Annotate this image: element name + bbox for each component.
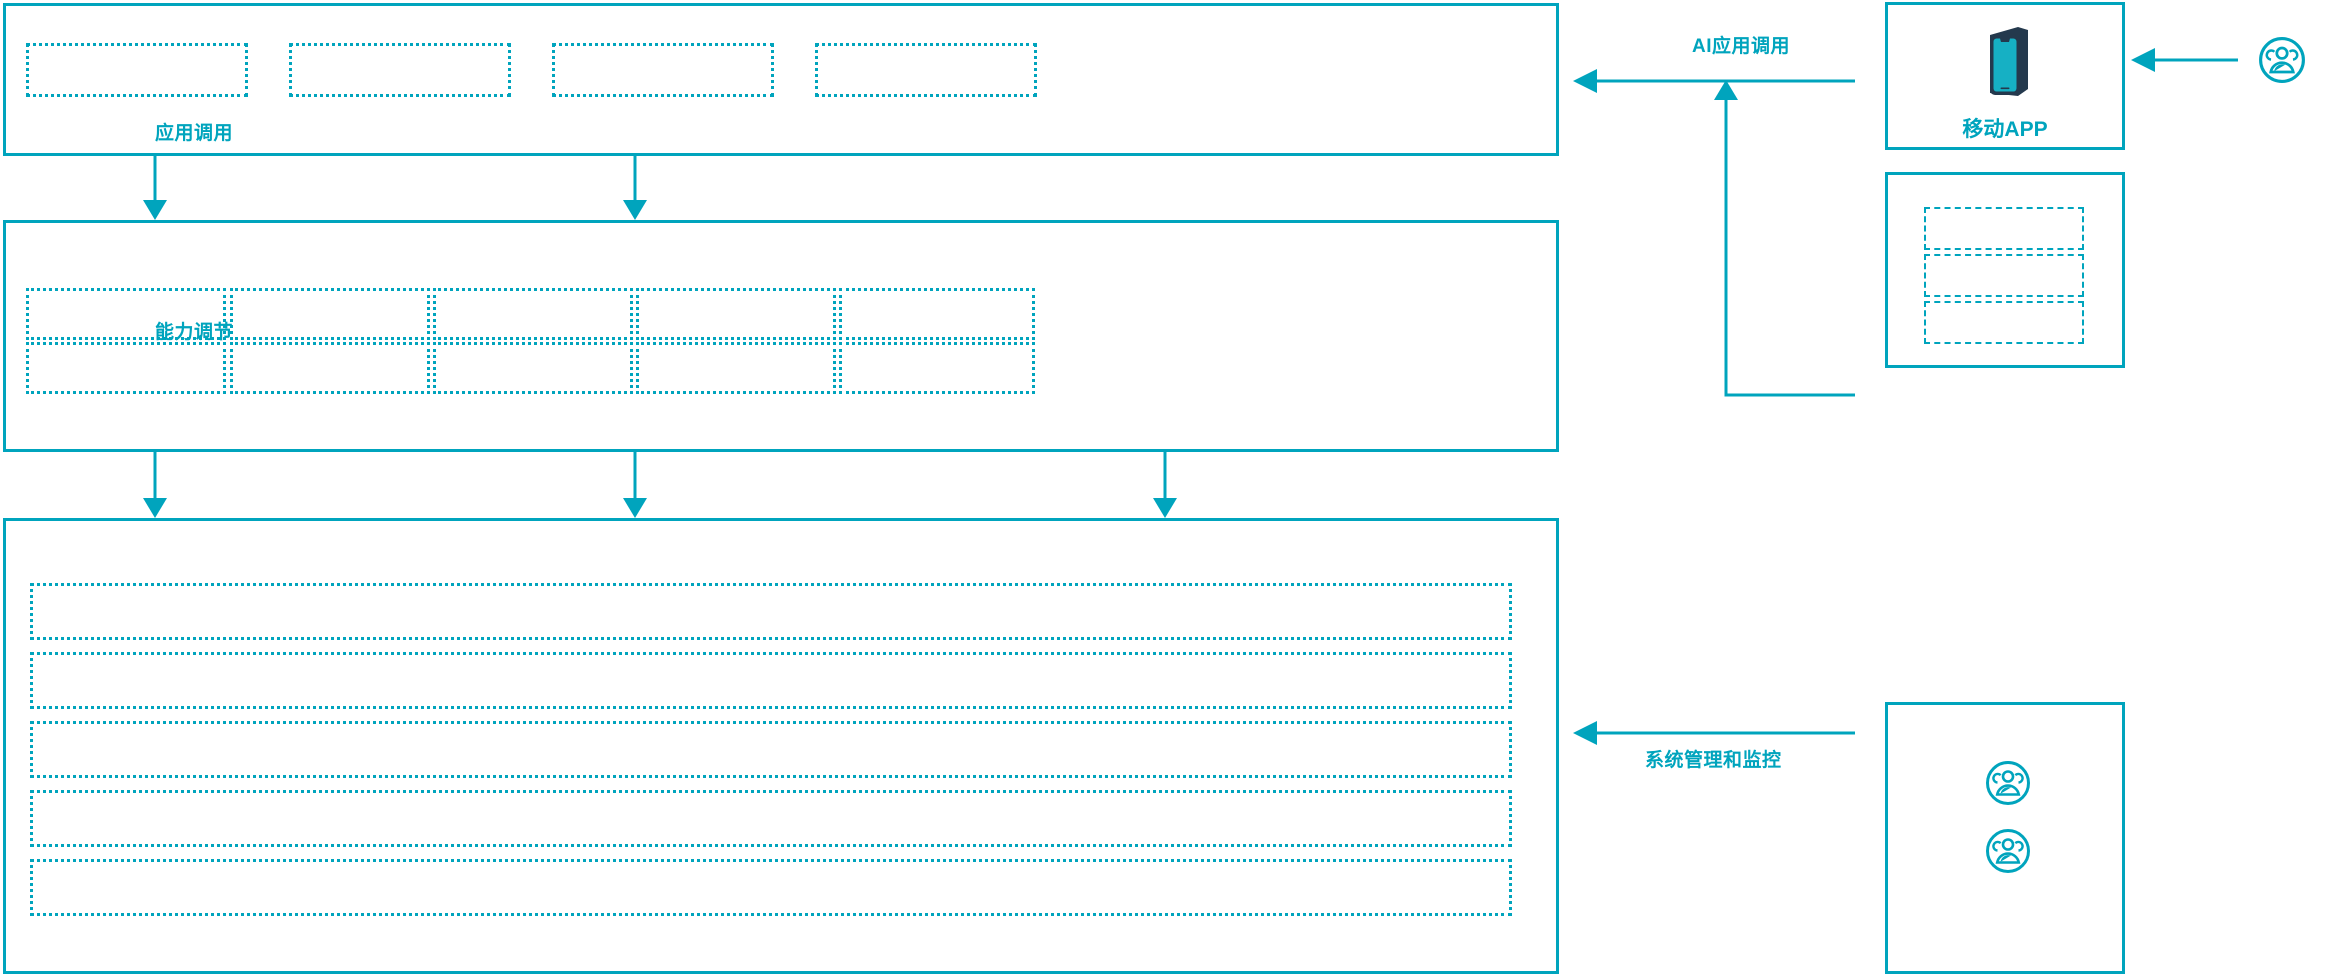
backend-services-slot-1[interactable]	[1924, 207, 2084, 250]
arrow-app-invoke-2	[623, 156, 647, 220]
backend-services-slot-2[interactable]	[1924, 254, 2084, 297]
arrow-capability-tuning-2	[623, 452, 647, 518]
backend-services-slot-3[interactable]	[1924, 301, 2084, 344]
platform-slot-5[interactable]	[30, 859, 1512, 916]
capability-slot-r1c1[interactable]	[26, 288, 226, 340]
flow-label-ai-app-invoke: AI应用调用	[1692, 36, 1791, 57]
application-layer	[3, 3, 1559, 156]
flow-label-system-admin-monitor: 系统管理和监控	[1645, 750, 1782, 771]
arrow-user-to-mobile-app	[2131, 48, 2238, 72]
capability-slot-r1c4[interactable]	[636, 288, 836, 340]
mobile-app-panel: 移动APP	[1885, 2, 2125, 150]
end-user-actor-icon	[2258, 36, 2306, 84]
capability-slot-r1c2[interactable]	[230, 288, 430, 340]
capability-layer	[3, 220, 1559, 452]
user-group-icon	[1985, 760, 2031, 806]
platform-slot-1[interactable]	[30, 583, 1512, 640]
backend-services-panel	[1885, 172, 2125, 368]
user-group-icon-secondary	[1985, 828, 2031, 874]
arrow-capability-tuning-1	[143, 452, 167, 518]
application-slot-4[interactable]	[815, 43, 1037, 97]
capability-slot-r2c4[interactable]	[636, 342, 836, 394]
arrow-app-invoke-1	[143, 156, 167, 220]
application-slot-3[interactable]	[552, 43, 774, 97]
arrow-ai-app-invoke	[1573, 69, 1855, 93]
capability-slot-r1c5[interactable]	[839, 288, 1035, 340]
arrow-system-admin-monitor	[1573, 721, 1855, 745]
capability-slot-r2c2[interactable]	[230, 342, 430, 394]
application-slot-1[interactable]	[26, 43, 248, 97]
flow-label-capability-tuning: 能力调节	[155, 322, 234, 343]
application-slot-2[interactable]	[289, 43, 511, 97]
capability-slot-r1c3[interactable]	[433, 288, 633, 340]
capability-slot-r2c1[interactable]	[26, 342, 226, 394]
arrow-capability-tuning-3	[1153, 452, 1177, 518]
flow-label-app-invoke: 应用调用	[155, 123, 234, 144]
platform-layer	[3, 518, 1559, 974]
arrow-backend-feed-up	[1714, 80, 1855, 397]
mobile-app-panel-caption: 移动APP	[1962, 118, 2048, 141]
platform-slot-3[interactable]	[30, 721, 1512, 778]
platform-slot-2[interactable]	[30, 652, 1512, 709]
smartphone-icon	[1984, 23, 2032, 103]
platform-slot-4[interactable]	[30, 790, 1512, 847]
capability-slot-r2c3[interactable]	[433, 342, 633, 394]
capability-slot-r2c5[interactable]	[839, 342, 1035, 394]
operations-panel	[1885, 702, 2125, 974]
